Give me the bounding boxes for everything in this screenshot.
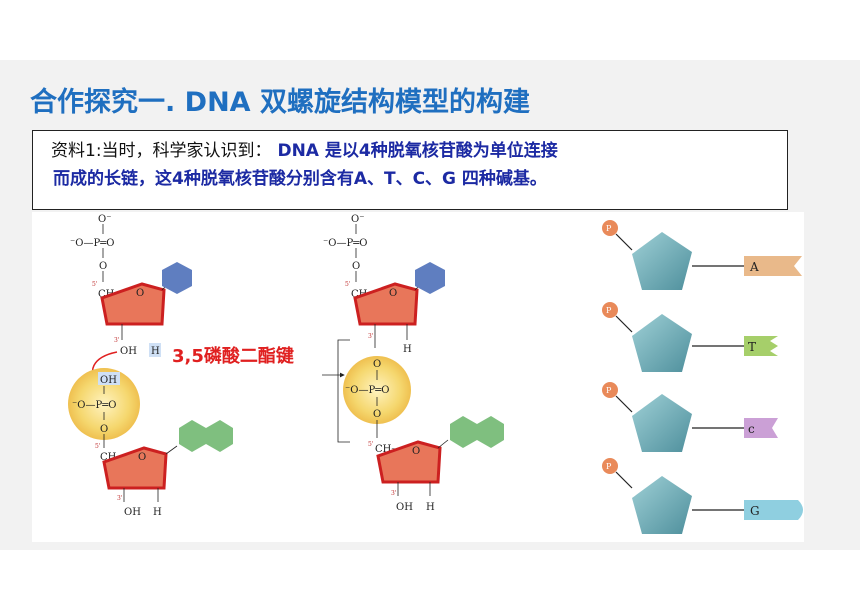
phosphate-circle <box>602 382 618 398</box>
material-text-box: 资料1:当时，科学家认识到： DNA 是以4种脱氧核苷酸为单位连接 而成的长链，… <box>32 130 788 210</box>
deoxyribose-sugar <box>100 282 166 326</box>
phosphate-formula: ⁻O—P═O <box>345 385 389 396</box>
ch2-label: CH₂ <box>100 452 120 463</box>
base-label-a: A <box>749 260 759 274</box>
p-label: P <box>606 224 612 233</box>
five-prime-label: 5' <box>95 443 101 450</box>
material-line-1: 资料1:当时，科学家认识到： DNA 是以4种脱氧核苷酸为单位连接 <box>51 137 777 165</box>
oh-label: OH <box>124 507 141 518</box>
p-label: P <box>606 386 612 395</box>
deoxyribose-sugar <box>102 446 168 490</box>
nucleotide-model-a: P A <box>602 220 802 290</box>
h-label: H <box>426 502 435 513</box>
three-prime-label: 3' <box>391 490 397 497</box>
base-double-ring <box>206 420 233 452</box>
h-label: H <box>151 346 160 357</box>
bond-bracket <box>337 339 350 443</box>
deoxyribose-pentagon <box>632 232 692 290</box>
left-top-nucleotide: O⁻ ⁻O—P═O O 5' CH₂ O 3' OH H <box>70 214 192 387</box>
ch2-label: CH₂ <box>375 444 395 455</box>
o-label: O <box>100 424 108 435</box>
nucleotide-model-t: P T <box>602 302 778 372</box>
base-double-ring <box>477 416 504 448</box>
phosphate-circle <box>602 220 618 236</box>
five-prime-label: 5' <box>345 281 351 288</box>
h-label: H <box>153 507 162 518</box>
slide-title: 合作探究一. DNA 双螺旋结构模型的构建 <box>30 87 530 118</box>
material-lead: 资料1:当时，科学家认识到： <box>51 141 272 161</box>
left-phosphate: OH ⁻O—P═O O <box>68 368 140 440</box>
oh-label: OH <box>100 375 117 386</box>
base-hexagon <box>162 262 192 294</box>
base-double-ring <box>179 420 206 452</box>
phosphate-formula: ⁻O—P═O <box>323 238 367 249</box>
diagram-panel: O⁻ ⁻O—P═O O 5' CH₂ O 3' OH H OH ⁻O—P═O <box>32 212 804 542</box>
base-tag-a <box>744 256 802 276</box>
ring-o-label: O <box>412 446 420 457</box>
middle-phosphate: O ⁻O—P═O O <box>343 356 411 438</box>
material-line-2: 而成的长链，这4种脱氧核苷酸分别含有A、T、C、G 四种碱基。 <box>53 169 547 189</box>
left-bottom-nucleotide: 5' CH₂ O 3' OH H <box>95 420 233 518</box>
middle-bottom-nucleotide: 5' CH₂ O 3' OH H <box>368 416 504 513</box>
three-prime-label: 3' <box>114 337 120 344</box>
nucleotide-model-c: P c <box>602 382 778 452</box>
oh-label: OH <box>396 502 413 513</box>
phosphate-circle <box>602 302 618 318</box>
base-hexagon <box>415 262 445 294</box>
base-label-c: c <box>748 422 755 436</box>
deoxyribose-sugar <box>376 440 442 484</box>
material-line-1-blue: DNA 是以4种脱氧核苷酸为单位连接 <box>277 141 558 161</box>
phosphate-glow <box>68 368 140 440</box>
phosphate-glow <box>343 356 411 424</box>
nucleotide-diagram: O⁻ ⁻O—P═O O 5' CH₂ O 3' OH H OH ⁻O—P═O <box>68 214 803 534</box>
o-label: O <box>373 359 381 370</box>
ring-o-label: O <box>389 288 397 299</box>
phosphodiester-bond-label: 3,5磷酸二酯键 <box>172 345 294 367</box>
deoxyribose-pentagon <box>632 394 692 452</box>
ring-o-label: O <box>136 288 144 299</box>
o-minus-label: O⁻ <box>98 214 111 225</box>
ring-o-label: O <box>138 452 146 463</box>
o-label: O <box>352 261 360 272</box>
middle-top-nucleotide: O⁻ ⁻O—P═O O 5' CH₂ O 3' H <box>323 214 445 355</box>
base-tag-c <box>744 418 778 438</box>
five-prime-label: 5' <box>92 281 98 288</box>
phosphate-formula: ⁻O—P═O <box>72 400 116 411</box>
p-label: P <box>606 462 612 471</box>
nucleotide-model-g: P G <box>602 458 803 534</box>
deoxyribose-sugar <box>353 282 419 326</box>
base-label-t: T <box>748 340 756 354</box>
deoxyribose-pentagon <box>632 476 692 534</box>
base-double-ring <box>450 416 477 448</box>
base-tag-t <box>744 336 778 356</box>
phosphate-circle <box>602 458 618 474</box>
o-label: O <box>99 261 107 272</box>
o-minus-label: O⁻ <box>351 214 364 225</box>
base-label-g: G <box>750 504 760 518</box>
five-prime-label: 5' <box>368 441 374 448</box>
oh-label: OH <box>120 346 137 357</box>
h-label: H <box>403 344 412 355</box>
three-prime-label: 3' <box>368 333 374 340</box>
deoxyribose-pentagon <box>632 314 692 372</box>
phosphate-formula: ⁻O—P═O <box>70 238 114 249</box>
three-prime-label: 3' <box>117 495 123 502</box>
o-label: O <box>373 409 381 420</box>
p-label: P <box>606 306 612 315</box>
base-tag-g <box>744 500 803 520</box>
